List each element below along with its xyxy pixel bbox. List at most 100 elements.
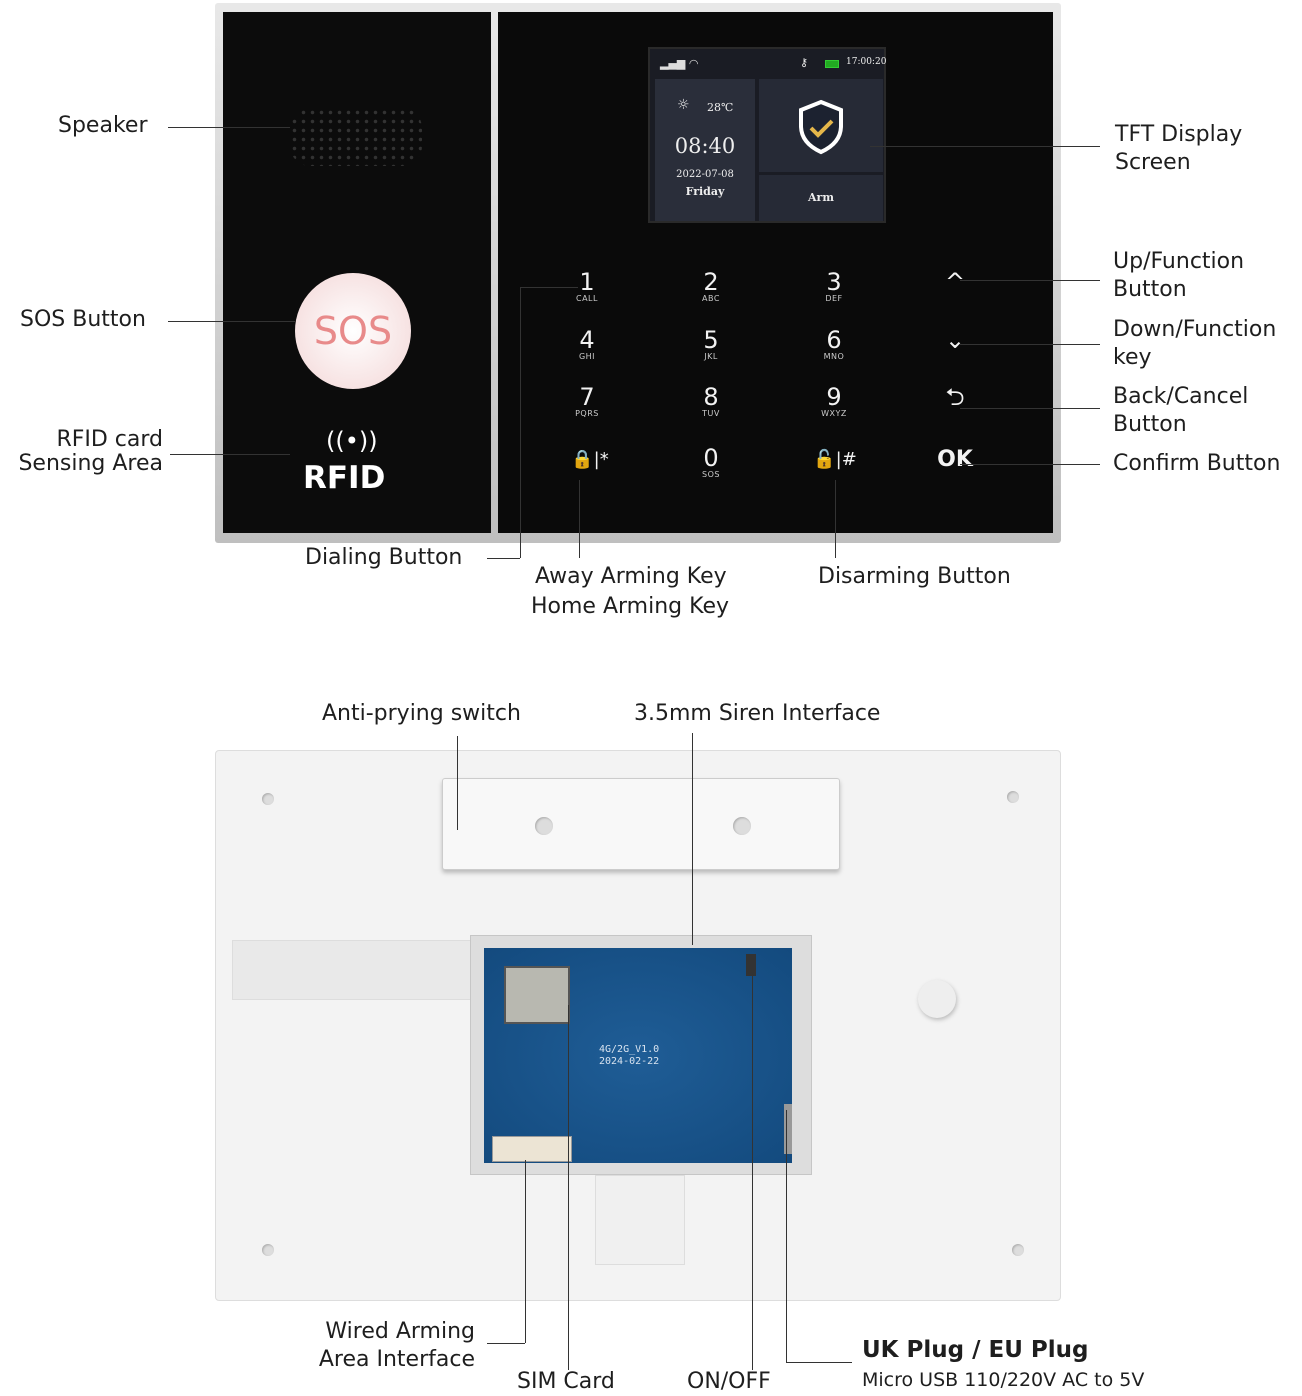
disarm-key[interactable]: 🔓|# xyxy=(805,448,865,472)
label-disarm: Disarming Button xyxy=(818,564,1011,589)
key-digit: 1 xyxy=(579,268,595,296)
label-wired: Wired Arming xyxy=(325,1319,475,1344)
key-digit: 2 xyxy=(703,268,719,296)
cable-clip xyxy=(595,1175,685,1265)
weekday: Friday xyxy=(685,185,725,198)
down-function-key[interactable]: ⌄ xyxy=(925,328,985,352)
label-wired-2: Area Interface xyxy=(318,1347,475,1372)
key-letters: JKL xyxy=(704,352,718,361)
leader-line xyxy=(168,321,295,322)
label-speaker: Speaker xyxy=(58,113,148,138)
sos-button[interactable]: SOS xyxy=(295,273,411,389)
label-tft: TFT Display xyxy=(1115,122,1243,147)
arming-key[interactable]: 🔒|* xyxy=(560,448,620,472)
label-back-2: Button xyxy=(1113,412,1187,437)
key-letters: GHI xyxy=(578,352,596,361)
leader-line xyxy=(692,733,693,945)
leader-line xyxy=(520,287,578,288)
usb-port[interactable] xyxy=(784,1104,792,1154)
switch-hole xyxy=(733,817,751,835)
key-letters: TUV xyxy=(702,409,720,418)
wired-arming-connector[interactable] xyxy=(492,1136,572,1162)
label-down-2: key xyxy=(1113,345,1152,370)
leader-line xyxy=(960,464,1100,465)
clock: 08:40 xyxy=(674,134,736,158)
ok-key[interactable]: OK xyxy=(925,448,985,472)
leader-line xyxy=(525,1160,526,1343)
leader-line xyxy=(960,408,1100,409)
pcb-model: 4G/2G_V1.0 xyxy=(599,1044,660,1055)
key-digit: 7 xyxy=(579,383,595,411)
label-up: Up/Function xyxy=(1113,249,1245,274)
shield-tile[interactable] xyxy=(759,79,883,172)
arm-tile[interactable]: Arm xyxy=(759,175,883,221)
key-letters: PQRS xyxy=(575,409,599,418)
power-switch[interactable] xyxy=(746,954,756,976)
up-function-key[interactable]: ^ xyxy=(925,270,985,294)
sim-card-slot[interactable] xyxy=(504,966,570,1024)
label-plug-sub: Micro USB 110/220V AC to 5V xyxy=(862,1369,1145,1391)
leader-line xyxy=(835,480,836,558)
leader-line xyxy=(568,1005,569,1370)
speaker-grille xyxy=(290,108,422,166)
key-icon: ⚷ xyxy=(800,56,809,69)
date: 2022-07-08 xyxy=(676,169,734,180)
tft-display: ▂▄▆ ◠ ⚷ 17:00:20 ☼ 28℃ 08:40 2022-07-08 … xyxy=(648,47,886,223)
leader-line xyxy=(168,127,290,128)
leader-line xyxy=(457,736,458,830)
label-sim: SIM Card xyxy=(517,1369,615,1394)
leader-line xyxy=(870,146,1100,147)
key-digit: 6 xyxy=(826,326,842,354)
key-digit: 3 xyxy=(826,268,842,296)
ok-label: OK xyxy=(937,447,973,472)
leader-line xyxy=(786,1362,852,1363)
label-rfid-area: Sensing Area xyxy=(18,451,163,476)
key-letters: SOS xyxy=(702,470,720,479)
label-confirm: Confirm Button xyxy=(1113,451,1281,476)
leader-line xyxy=(487,558,520,559)
key-digit: 4 xyxy=(579,326,595,354)
back-icon: ⮌ xyxy=(945,383,965,411)
up-icon: ^ xyxy=(944,268,966,296)
label-plug: UK Plug / EU Plug xyxy=(862,1337,1089,1363)
status-time: 17:00:20 xyxy=(846,57,887,67)
leader-line xyxy=(960,280,1100,281)
down-icon: ⌄ xyxy=(944,326,966,354)
signal-icon: ▂▄▆ ◠ xyxy=(660,57,699,70)
back-cancel-key[interactable]: ⮌ xyxy=(925,385,985,409)
key-letters: CALL xyxy=(576,294,598,303)
mounting-knob xyxy=(918,980,956,1018)
shield-check-icon xyxy=(799,99,843,155)
screw-hole xyxy=(1012,1244,1024,1256)
leader-line xyxy=(170,454,290,455)
key-letters: ABC xyxy=(702,294,720,303)
label-home: Home Arming Key xyxy=(531,594,729,619)
pcb-board: 4G/2G_V1.0 2024-02-22 xyxy=(484,948,792,1163)
pcb-date: 2024-02-22 xyxy=(599,1056,660,1067)
compartment-left xyxy=(232,940,472,1000)
key-letters: DEF xyxy=(825,294,843,303)
rfid-icon: ((•)) xyxy=(326,427,378,455)
key-letters: MNO xyxy=(823,352,845,361)
key-digit: 5 xyxy=(703,326,719,354)
rfid-area[interactable]: RFID xyxy=(303,460,386,496)
weather-tile: ☼ 28℃ 08:40 2022-07-08 Friday xyxy=(655,79,755,221)
label-sos-button: SOS Button xyxy=(20,307,146,332)
screw-hole xyxy=(262,1244,274,1256)
anti-prying-switch[interactable] xyxy=(442,778,840,870)
label-away: Away Arming Key xyxy=(535,564,727,589)
key-letters: WXYZ xyxy=(821,409,847,418)
unlock-icon: 🔓|# xyxy=(813,449,857,470)
leader-line xyxy=(786,1110,787,1362)
key-digit: 8 xyxy=(703,383,719,411)
